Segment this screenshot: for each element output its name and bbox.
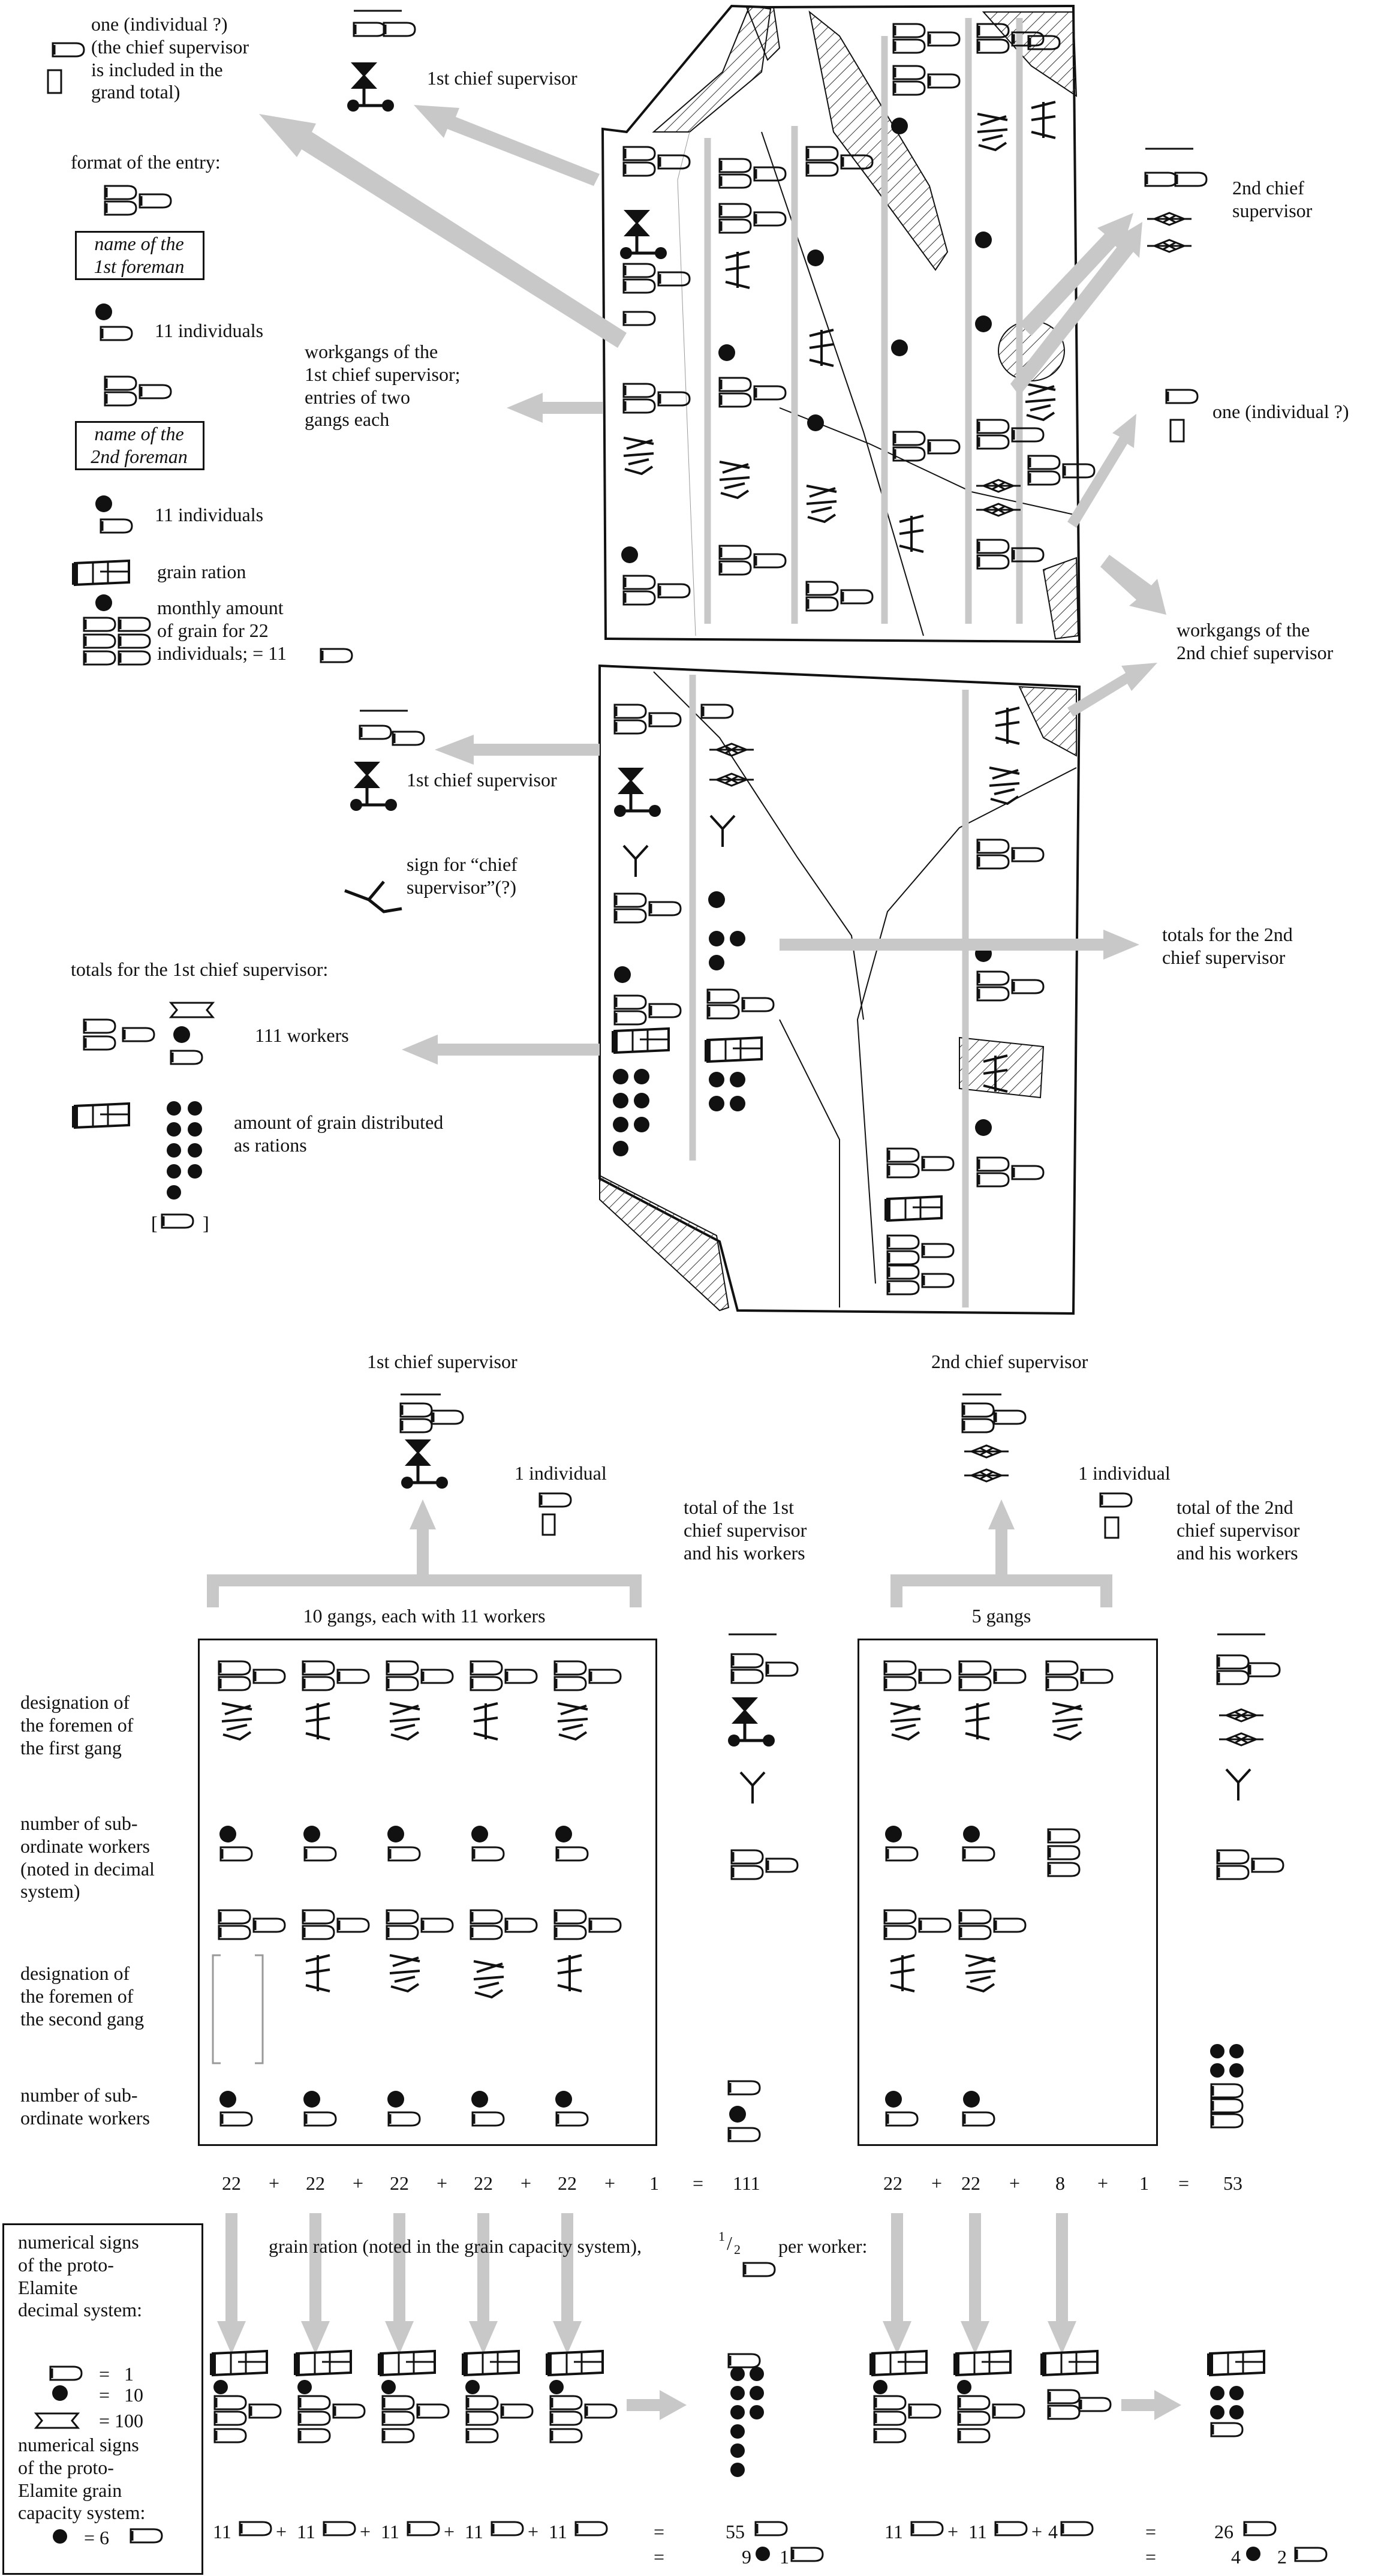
bottom-right-2: 11 xyxy=(968,2521,987,2544)
bottom-right-plus-2: + xyxy=(1031,2521,1042,2544)
bottom-right-plus-1: + xyxy=(947,2521,958,2544)
row-label-foremen-second: designation of the foremen of the second… xyxy=(20,1962,144,2030)
first-chief-label-lower: 1st chief supervisor xyxy=(367,1351,517,1373)
ten-gangs-label: 10 gangs, each with 11 workers xyxy=(207,1605,642,1628)
eleven-individuals-2: 11 individuals xyxy=(155,504,263,527)
one-individual-note: one (individual ?) (the chief supervisor… xyxy=(91,13,271,104)
bottom-left-plus-2: + xyxy=(360,2521,371,2544)
second-chief-label-top: 2nd chief supervisor xyxy=(1232,177,1312,223)
one-individual-lower-b: 1 individual xyxy=(1078,1462,1171,1485)
legend-eq-100: = 100 xyxy=(99,2410,143,2433)
row-label-workers-decimal: number of sub- ordinate workers (noted i… xyxy=(20,1812,155,1903)
sum-left-total: 111 xyxy=(733,2172,760,2195)
connector-arrows xyxy=(259,105,1166,1065)
bottom-left-eq-2: = xyxy=(654,2546,664,2569)
sum-left-plus-1: + xyxy=(269,2172,279,2195)
middle-tablet xyxy=(600,666,1079,1313)
bottom-right-4: 4 xyxy=(1231,2546,1241,2569)
ration-half-slash: / xyxy=(727,2232,732,2255)
legend-eq-6: = 6 xyxy=(84,2527,109,2550)
bottom-left-eq-1: = xyxy=(654,2521,664,2544)
bottom-left-plus-4: + xyxy=(528,2521,538,2544)
sum-left-2: 22 xyxy=(306,2172,325,2195)
workgangs-2nd-label: workgangs of the 2nd chief supervisor xyxy=(1177,619,1333,665)
sum-right-total: 53 xyxy=(1223,2172,1242,2195)
bottom-left-1b: 1 xyxy=(780,2546,789,2569)
sum-left-3: 22 xyxy=(390,2172,409,2195)
name-1st-foreman: name of the 1st foreman xyxy=(77,233,201,278)
legend-decimal-title: numerical signs of the proto- Elamite de… xyxy=(18,2231,142,2322)
totals-1st-label: totals for the 1st chief supervisor: xyxy=(71,958,328,981)
format-of-entry-label: format of the entry: xyxy=(71,151,221,174)
sum-left-eq: = xyxy=(693,2172,703,2195)
sum-right-3: 8 xyxy=(1055,2172,1065,2195)
five-gangs-label: 5 gangs xyxy=(890,1605,1112,1628)
ration-half-den: 2 xyxy=(734,2242,741,2258)
sum-right-plus-3: + xyxy=(1097,2172,1108,2195)
sum-left-plus-2: + xyxy=(353,2172,363,2195)
ration-note: grain ration (noted in the grain capacit… xyxy=(269,2235,642,2258)
bottom-left-plus-3: + xyxy=(444,2521,455,2544)
bottom-left-2: 11 xyxy=(297,2521,315,2544)
bottom-left-4: 11 xyxy=(465,2521,483,2544)
svg-text:]: ] xyxy=(203,1212,209,1234)
grain-distributed-label: amount of grain distributed as rations xyxy=(234,1111,443,1157)
sum-right-1: 22 xyxy=(883,2172,902,2195)
sum-left-1: 22 xyxy=(222,2172,241,2195)
bottom-right-total: 26 xyxy=(1214,2521,1233,2544)
bottom-right-3: 4 xyxy=(1048,2521,1058,2544)
monthly-amount-label: monthly amount of grain for 22 individua… xyxy=(157,597,287,665)
left-gangs-box xyxy=(198,1639,657,2146)
name-2nd-foreman: name of the 2nd foreman xyxy=(77,423,201,468)
ration-per-worker: per worker: xyxy=(778,2235,867,2258)
bottom-left-3: 11 xyxy=(381,2521,399,2544)
sum-left-plus-5: + xyxy=(604,2172,615,2195)
svg-text:[: [ xyxy=(151,1212,158,1234)
total-2nd-label: total of the 2nd chief supervisor and hi… xyxy=(1177,1496,1299,1564)
row-label-workers: number of sub- ordinate workers xyxy=(20,2084,150,2130)
bottom-left-9: 9 xyxy=(742,2546,751,2569)
workers-111-label: 111 workers xyxy=(255,1024,349,1047)
one-individual-right: one (individual ?) xyxy=(1212,401,1349,423)
sum-right-eq: = xyxy=(1178,2172,1189,2195)
bottom-left-1: 11 xyxy=(213,2521,231,2544)
sum-right-2: 22 xyxy=(961,2172,980,2195)
right-gangs-box xyxy=(858,1639,1158,2146)
total-1st-label: total of the 1st chief supervisor and hi… xyxy=(684,1496,807,1564)
legend-grain-title: numerical signs of the proto- Elamite gr… xyxy=(18,2434,145,2524)
sum-left-5: 22 xyxy=(558,2172,577,2195)
first-chief-label-top: 1st chief supervisor xyxy=(427,67,577,90)
bottom-right-2b: 2 xyxy=(1277,2546,1287,2569)
sum-right-plus-1: + xyxy=(931,2172,942,2195)
sign-chief-label: sign for “chief supervisor”(?) xyxy=(407,853,517,899)
bottom-right-1: 11 xyxy=(884,2521,903,2544)
bottom-left-5: 11 xyxy=(549,2521,567,2544)
legend-eq-10: = 10 xyxy=(99,2384,143,2407)
one-individual-lower-a: 1 individual xyxy=(515,1462,607,1485)
sum-right-plus-2: + xyxy=(1009,2172,1020,2195)
sum-right-4: 1 xyxy=(1139,2172,1149,2195)
ration-half-num: 1 xyxy=(718,2229,725,2244)
totals-2nd-label: totals for the 2nd chief supervisor xyxy=(1162,924,1293,969)
bottom-right-eq-2: = xyxy=(1145,2546,1156,2569)
bottom-left-total: 55 xyxy=(726,2521,745,2544)
sum-left-4: 22 xyxy=(474,2172,493,2195)
sum-left-plus-4: + xyxy=(520,2172,531,2195)
grain-ration-label: grain ration xyxy=(157,561,246,584)
bottom-left-plus-1: + xyxy=(276,2521,287,2544)
sum-left-plus-3: + xyxy=(437,2172,447,2195)
bottom-right-eq-1: = xyxy=(1145,2521,1156,2544)
workgangs-1st-label: workgangs of the 1st chief supervisor; e… xyxy=(305,341,461,431)
first-chief-label-middle: 1st chief supervisor xyxy=(407,769,557,792)
row-label-foremen-first: designation of the foremen of the first … xyxy=(20,1691,133,1759)
sum-left-6: 1 xyxy=(649,2172,659,2195)
second-chief-label-lower: 2nd chief supervisor xyxy=(931,1351,1088,1373)
eleven-individuals-1: 11 individuals xyxy=(155,320,263,342)
legend-eq-1: = 1 xyxy=(99,2363,134,2386)
